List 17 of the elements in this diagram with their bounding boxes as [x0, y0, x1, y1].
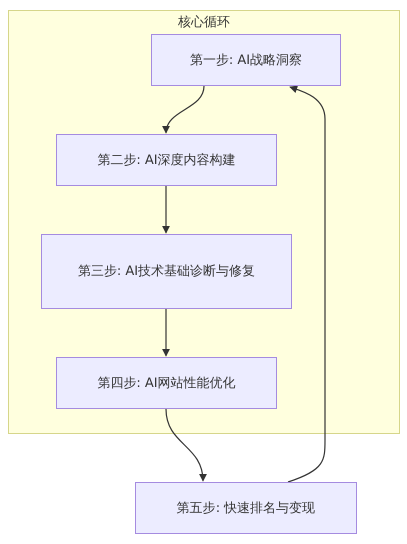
arrow	[162, 309, 170, 357]
step-label: 第四步: AI网站性能优化	[97, 374, 236, 392]
arrow	[288, 85, 326, 483]
arrow	[163, 86, 205, 134]
process-box	[41, 234, 292, 309]
step-label: 第一步: AI战略洞察	[190, 52, 302, 70]
group-title: 核心循环	[177, 14, 231, 31]
arrow	[162, 186, 170, 234]
process-box	[135, 482, 357, 534]
step-label: 第三步: AI技术基础诊断与修复	[78, 263, 256, 281]
step-label: 第五步: 快速排名与变现	[176, 500, 316, 518]
process-box	[56, 357, 277, 409]
process-box	[56, 134, 277, 186]
process-box	[151, 34, 341, 86]
arrow	[165, 408, 206, 482]
group-container	[8, 10, 400, 434]
step-label: 第二步: AI深度内容构建	[97, 152, 236, 170]
